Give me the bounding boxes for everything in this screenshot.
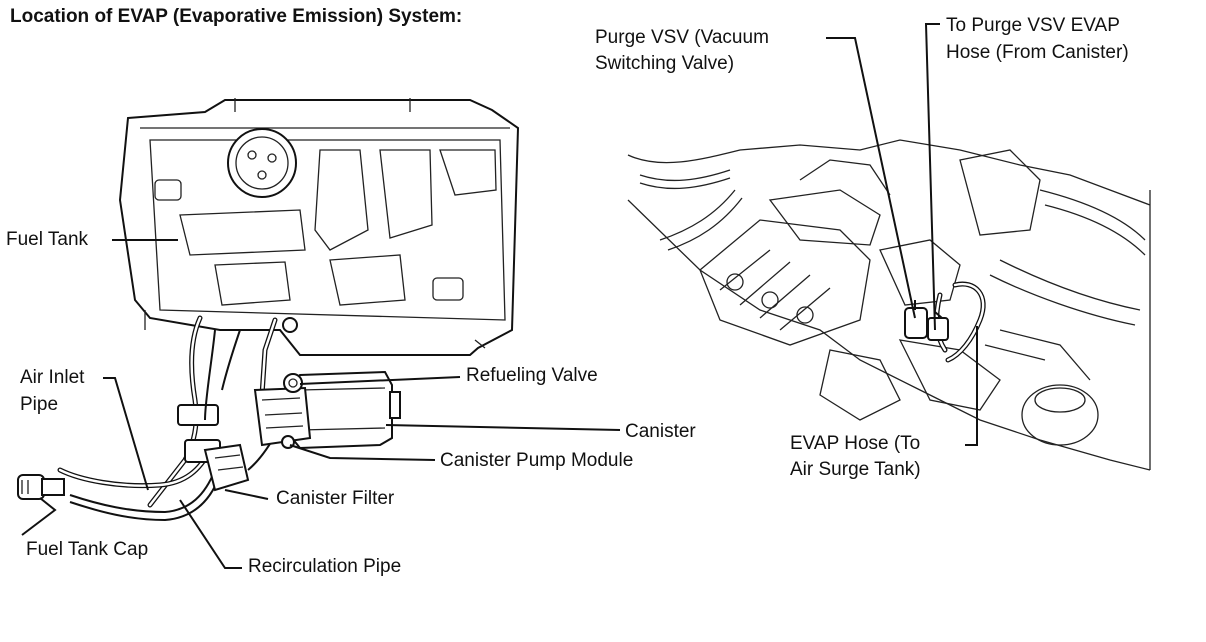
label-evap-hose-line2: Air Surge Tank) — [790, 459, 921, 480]
label-refueling-valve: Refueling Valve — [466, 365, 598, 386]
label-purge-vsv-line1: Purge VSV (Vacuum — [595, 27, 769, 48]
label-air-inlet-pipe-line1: Air Inlet — [20, 367, 85, 388]
label-fuel-tank-cap: Fuel Tank Cap — [26, 539, 149, 560]
label-canister-pump-module: Canister Pump Module — [440, 450, 634, 471]
label-canister-filter: Canister Filter — [276, 488, 395, 509]
fuel-tank-drawing — [118, 98, 520, 356]
label-to-purge-vsv-line2: Hose (From Canister) — [946, 42, 1129, 63]
label-recirculation-pipe: Recirculation Pipe — [248, 556, 402, 577]
engine-bay-drawing — [627, 139, 1151, 471]
left-leader-lines — [21, 239, 621, 569]
label-air-inlet-pipe-line2: Pipe — [20, 394, 59, 415]
label-purge-vsv-line2: Switching Valve) — [595, 53, 735, 74]
label-canister: Canister — [625, 421, 696, 442]
figure-title: Location of EVAP (Evaporative Emission) … — [10, 6, 463, 27]
right-leader-lines — [826, 23, 978, 446]
label-fuel-tank: Fuel Tank — [6, 229, 89, 250]
label-evap-hose-line1: EVAP Hose (To — [790, 433, 921, 454]
filler-pipe-drawing — [17, 315, 298, 522]
canister-drawing — [253, 370, 401, 450]
label-to-purge-vsv-line1: To Purge VSV EVAP — [946, 15, 1120, 36]
